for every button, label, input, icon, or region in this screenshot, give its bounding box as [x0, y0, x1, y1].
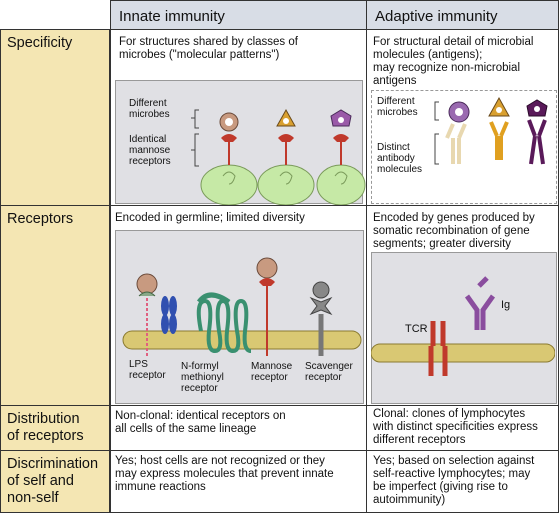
antibody-3	[526, 99, 548, 165]
label-different-microbes: Different microbes	[129, 98, 170, 120]
label-lps-receptor: LPS receptor	[129, 359, 166, 381]
label-scavenger-receptor: Scavenger receptor	[305, 361, 353, 383]
innate-cell-1	[200, 112, 258, 205]
receptors-adaptive-cell: Encoded by genes produced by somatic rec…	[366, 205, 559, 406]
discrimination-adaptive-cell: Yes; based on selection against self-rea…	[366, 450, 559, 513]
row-label-discrimination: Discrimination of self and non-self	[0, 450, 110, 513]
specificity-innate-text: For structures shared by classes of micr…	[119, 36, 298, 61]
receptors-innate-text: Encoded in germline; limited diversity	[115, 212, 305, 224]
distribution-adaptive-text: Clonal: clones of lymphocytes with disti…	[373, 408, 538, 446]
label-adaptive-microbes: Different microbes	[377, 96, 418, 118]
receptors-innate-figure	[122, 257, 362, 356]
discrimination-innate-text: Yes; host cells are not recognized or th…	[115, 455, 334, 493]
row-label-distribution: Distribution of receptors	[0, 405, 110, 451]
label-formyl-receptor: N-formyl methionyl receptor	[181, 361, 224, 394]
specificity-adaptive-cell: For structural detail of microbial molec…	[366, 29, 559, 206]
receptors-adaptive-text: Encoded by genes produced by somatic rec…	[373, 212, 535, 250]
specificity-innate-figure	[191, 108, 366, 205]
specificity-adaptive-text: For structural detail of microbial molec…	[373, 36, 534, 87]
discrimination-adaptive-text: Yes; based on selection against self-rea…	[373, 455, 535, 506]
innate-cell-3	[316, 109, 366, 205]
specificity-innate-cell: For structures shared by classes of micr…	[110, 29, 367, 206]
antibody-1	[445, 101, 470, 164]
distribution-innate-text: Non-clonal: identical receptors on all c…	[115, 410, 286, 435]
label-ig: Ig	[501, 299, 511, 311]
antibody-2	[488, 96, 510, 160]
receptors-adaptive-figure	[371, 276, 555, 376]
innate-cell-2	[257, 108, 315, 205]
row-label-specificity: Specificity	[0, 29, 110, 206]
label-tcr: TCR	[405, 323, 428, 335]
discrimination-innate-cell: Yes; host cells are not recognized or th…	[110, 450, 367, 513]
label-mannose-receptor: Mannose receptor	[251, 361, 293, 383]
receptors-adaptive-panel	[371, 252, 557, 404]
adaptive-header: Adaptive immunity	[366, 0, 559, 30]
label-distinct-antibody: Distinct antibody molecules	[377, 142, 423, 175]
label-identical-mannose: Identical mannose receptors	[129, 134, 171, 167]
specificity-adaptive-figure	[434, 96, 548, 165]
receptors-innate-cell: Encoded in germline; limited diversity L…	[110, 205, 367, 406]
innate-header: Innate immunity	[110, 0, 367, 30]
distribution-innate-cell: Non-clonal: identical receptors on all c…	[110, 405, 367, 451]
distribution-adaptive-cell: Clonal: clones of lymphocytes with disti…	[366, 405, 559, 451]
row-label-receptors: Receptors	[0, 205, 110, 406]
